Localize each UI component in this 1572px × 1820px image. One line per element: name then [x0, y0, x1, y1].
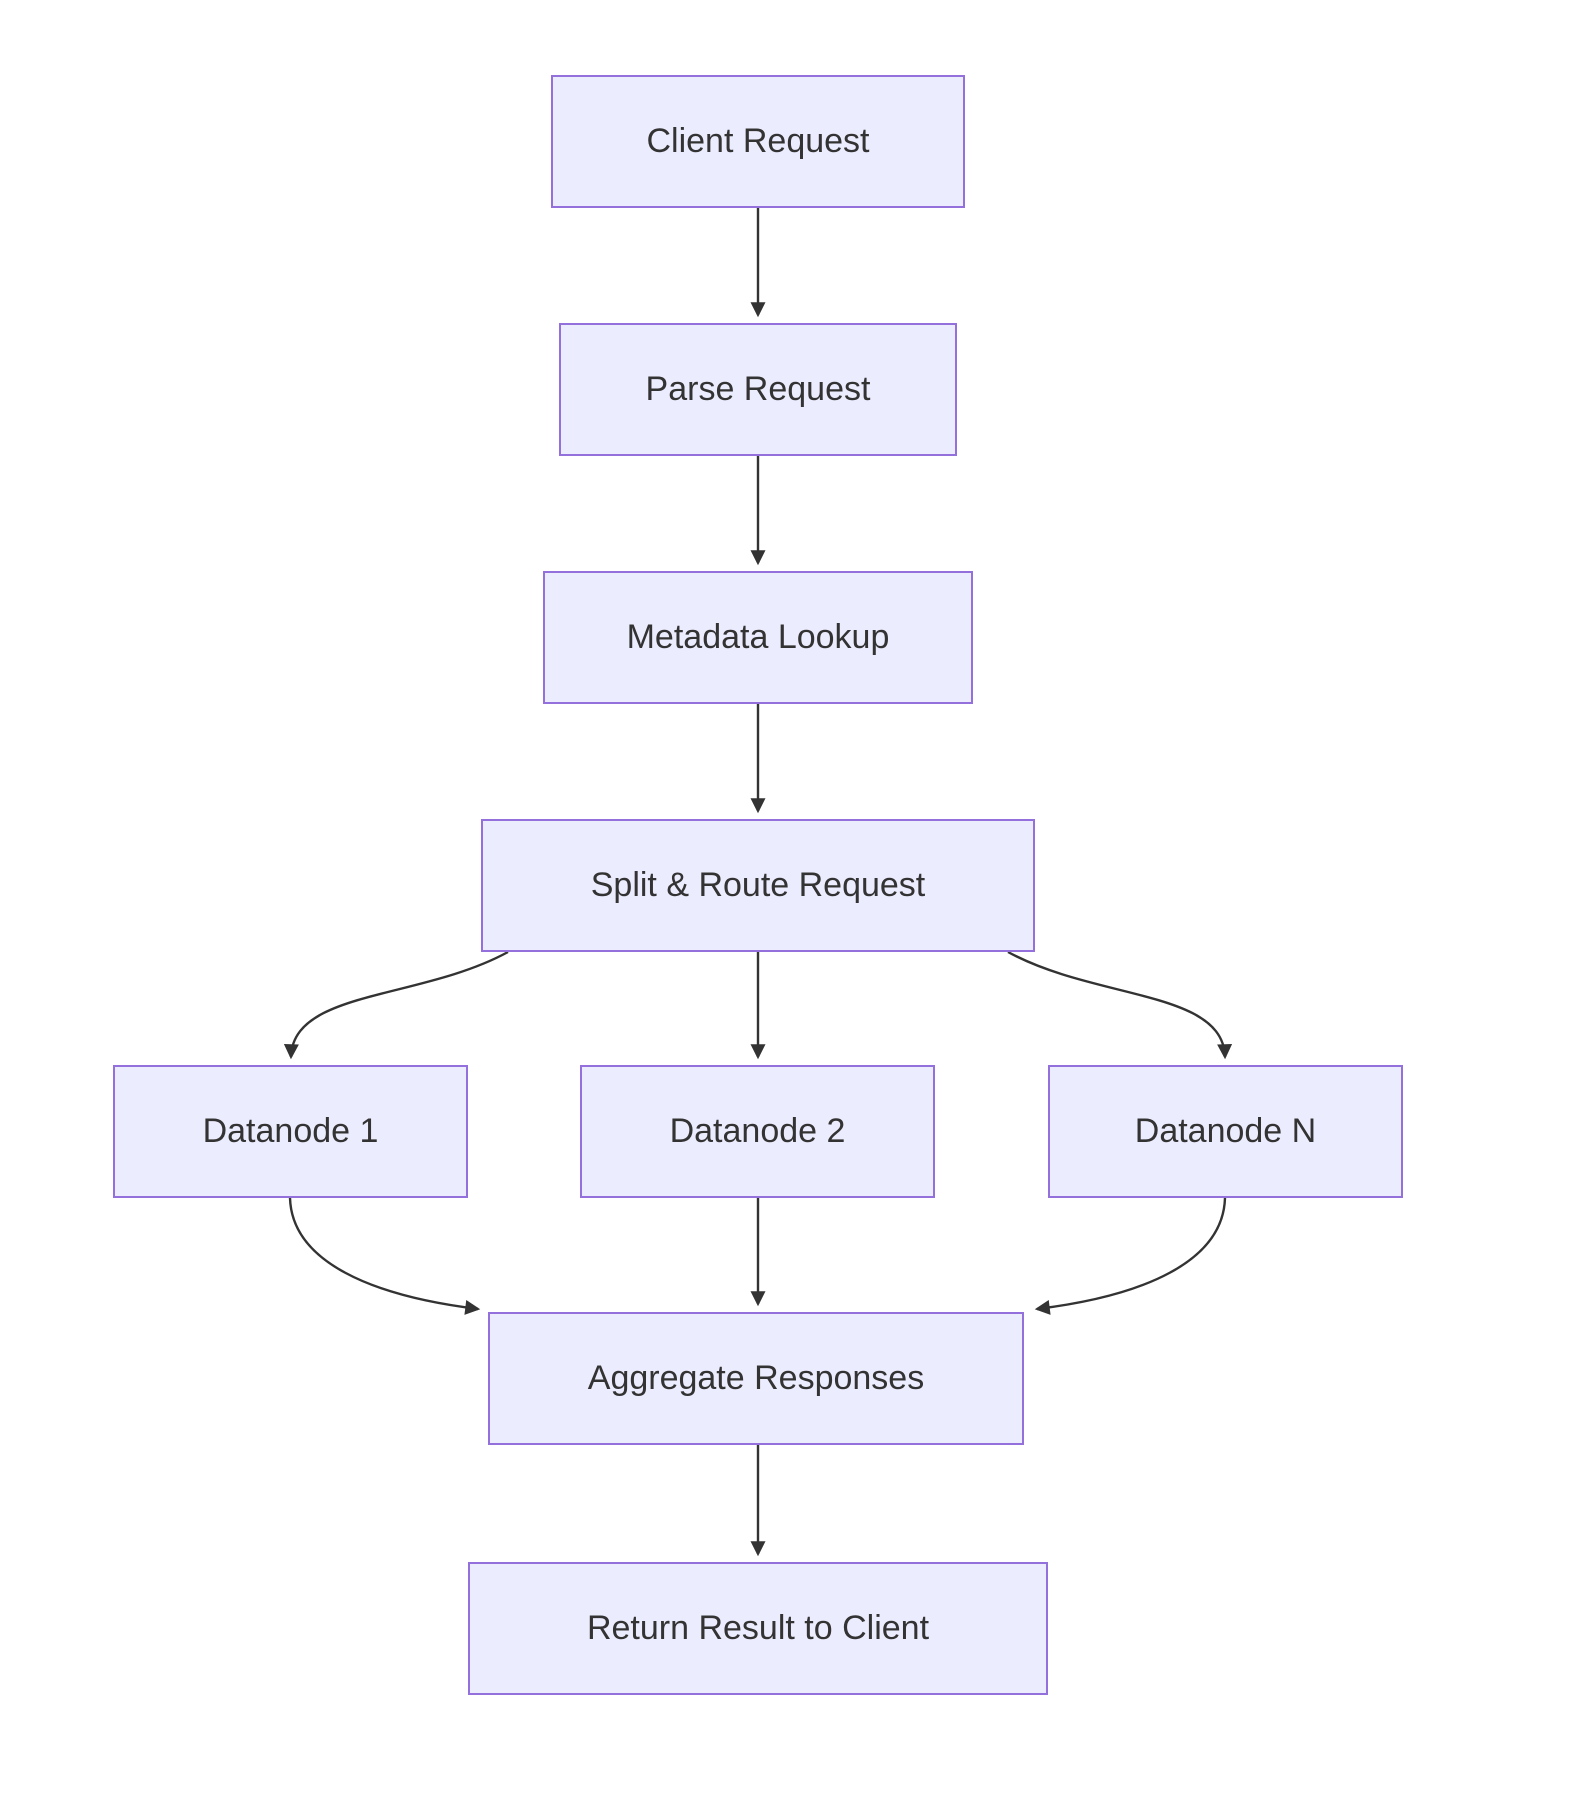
- node-client-request: Client Request: [551, 75, 965, 208]
- edge-split-to-datanodeN: [1007, 950, 1233, 1060]
- node-return-result-to-client: Return Result to Client: [468, 1562, 1048, 1695]
- node-parse-request-label: Parse Request: [645, 370, 871, 409]
- edge-datanodeN-to-aggregate: [1034, 1197, 1227, 1315]
- edge-datanode1-to-aggregate: [288, 1197, 481, 1315]
- edge-split-to-datanode1: [283, 950, 509, 1060]
- node-datanode-2-label: Datanode 2: [669, 1112, 846, 1151]
- node-parse-request: Parse Request: [559, 323, 957, 456]
- node-datanode-n: Datanode N: [1048, 1065, 1403, 1198]
- node-client-request-label: Client Request: [646, 122, 870, 161]
- node-split-route-request-label: Split & Route Request: [590, 866, 926, 905]
- node-split-route-request: Split & Route Request: [481, 819, 1035, 952]
- node-datanode-2: Datanode 2: [580, 1065, 935, 1198]
- node-datanode-1: Datanode 1: [113, 1065, 468, 1198]
- node-aggregate-responses: Aggregate Responses: [488, 1312, 1024, 1445]
- node-return-result-to-client-label: Return Result to Client: [586, 1609, 930, 1648]
- node-metadata-lookup-label: Metadata Lookup: [626, 618, 890, 657]
- node-aggregate-responses-label: Aggregate Responses: [587, 1359, 925, 1398]
- node-metadata-lookup: Metadata Lookup: [543, 571, 973, 704]
- node-datanode-n-label: Datanode N: [1134, 1112, 1317, 1151]
- node-datanode-1-label: Datanode 1: [202, 1112, 379, 1151]
